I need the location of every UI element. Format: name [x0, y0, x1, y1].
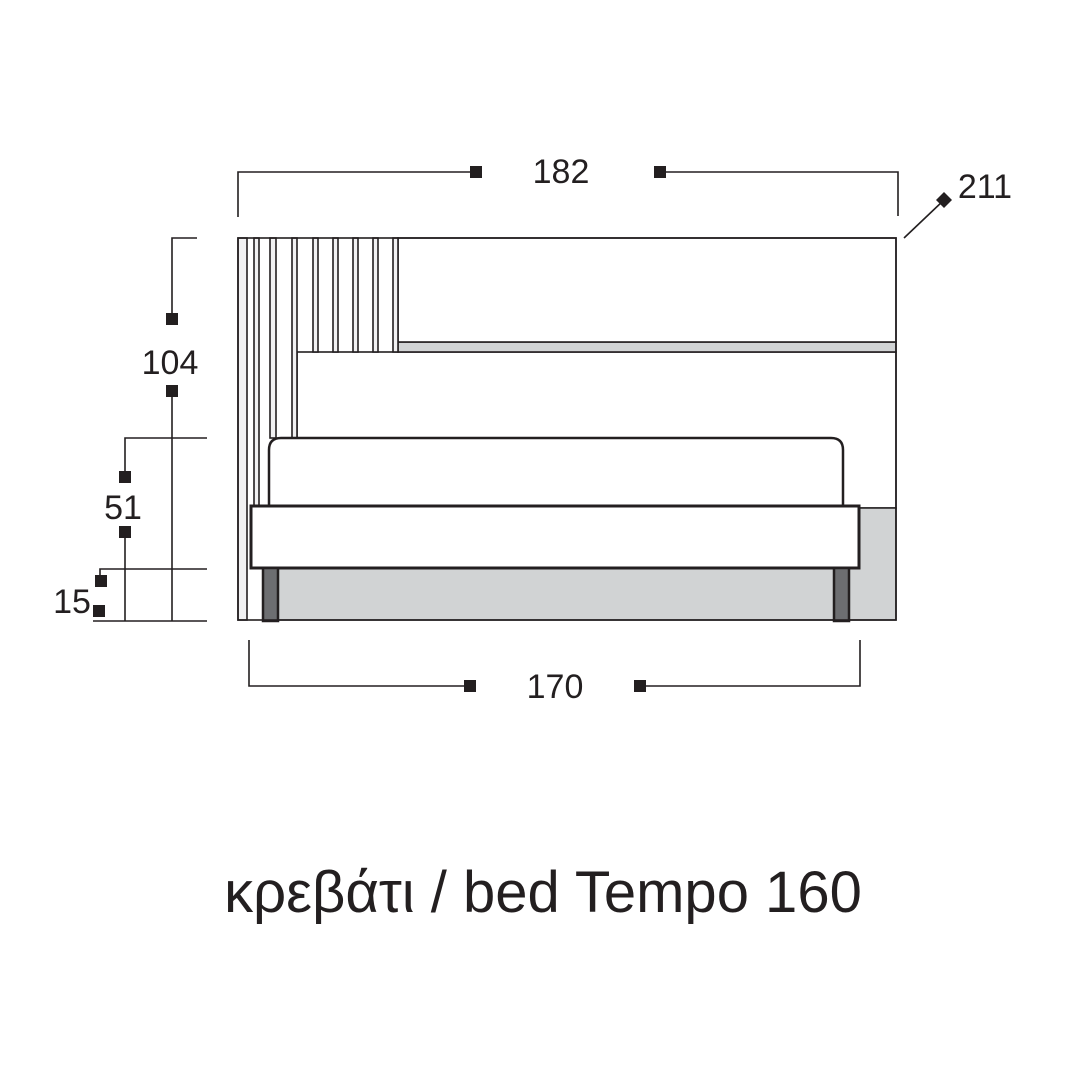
headboard-slat — [253, 237, 260, 507]
bed-drawing — [237, 237, 897, 623]
headboard-slat — [332, 237, 339, 353]
dimension-overall-height: 104 — [142, 237, 199, 621]
dimension-marker — [119, 471, 131, 483]
headboard-slat — [392, 237, 399, 353]
product-caption: κρεβάτι / bed Tempo 160 — [224, 860, 862, 925]
dimension-label-overall-width: 182 — [533, 153, 590, 191]
dimension-line — [99, 568, 207, 576]
dimension-line — [237, 171, 476, 217]
bed-leg-right — [832, 566, 851, 623]
dimension-line — [248, 640, 470, 687]
headboard-slat — [372, 237, 379, 353]
dimension-marker — [470, 166, 482, 178]
dimension-frame-width: 170 — [248, 640, 861, 706]
headboard-slat — [237, 237, 248, 621]
dimension-line — [171, 237, 197, 318]
dimension-label-frame-height: 51 — [104, 489, 142, 527]
dimension-label-overall-height: 104 — [142, 344, 199, 382]
dimension-line — [903, 199, 945, 239]
headboard-outline — [237, 237, 897, 621]
dimension-line — [640, 640, 861, 687]
dimension-line — [660, 171, 899, 216]
dimension-overall-depth: 211 — [903, 168, 1012, 239]
headboard-slat — [291, 237, 298, 439]
dimension-marker — [166, 313, 178, 325]
headboard-gray-strip — [397, 341, 897, 353]
dimension-leg-height: 15 — [53, 568, 207, 622]
headboard-slat — [352, 237, 359, 353]
mattress-headrest — [267, 436, 845, 506]
dimension-line — [124, 437, 207, 477]
dimension-marker — [464, 680, 476, 692]
bed-leg-left — [261, 566, 280, 623]
dimension-marker-diamond — [936, 192, 952, 208]
dimension-overall-width: 182 — [237, 153, 899, 217]
bed-frame — [249, 504, 861, 570]
dimension-label-leg-height: 15 — [53, 583, 91, 621]
dimension-label-overall-depth: 211 — [958, 168, 1012, 206]
dimension-frame-height: 51 — [104, 437, 207, 621]
headboard-slat — [269, 237, 277, 439]
headboard-slat — [312, 237, 319, 353]
dimension-label-frame-width: 170 — [527, 668, 584, 706]
headboard-upper-panel — [397, 237, 897, 343]
dimension-marker — [93, 605, 105, 617]
dimension-marker — [95, 575, 107, 587]
